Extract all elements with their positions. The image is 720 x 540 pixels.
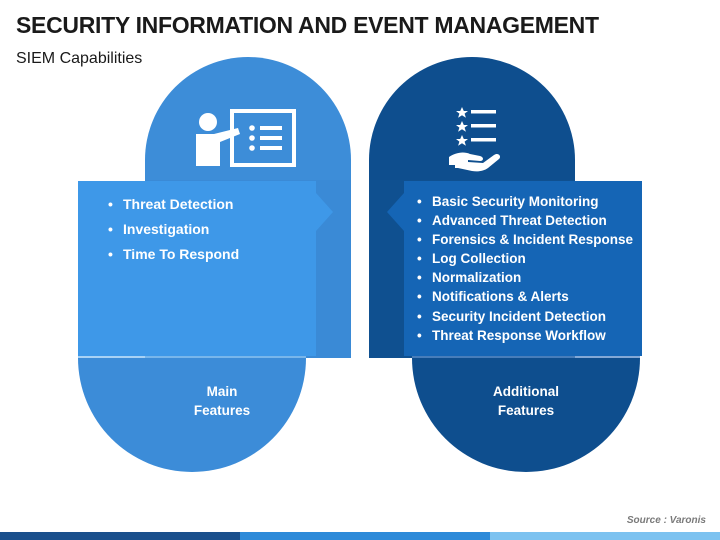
- list-item-text: Normalization: [432, 270, 522, 286]
- list-item: • Threat Response Workflow: [417, 326, 633, 345]
- bullet-icon: •: [417, 270, 422, 286]
- main-features-label-line1: Main: [206, 384, 238, 399]
- source-credit: Source : Varonis: [626, 515, 706, 526]
- right-capsule-top: [369, 57, 575, 180]
- right-panel: [387, 181, 642, 356]
- bottom-bar-segment-dark: [0, 532, 240, 540]
- main-features-label: Main Features: [147, 382, 297, 420]
- list-item-text: Forensics & Incident Response: [432, 232, 634, 248]
- list-item: • Forensics & Incident Response: [417, 230, 633, 249]
- presentation-board-icon: [196, 109, 296, 167]
- bullet-icon: •: [108, 246, 113, 262]
- page-title: SECURITY INFORMATION AND EVENT MANAGEMEN…: [16, 12, 599, 38]
- bullet-icon: •: [417, 251, 422, 267]
- bullet-icon: •: [108, 196, 113, 212]
- additional-features-list: • Basic Security Monitoring • Advanced Thr…: [417, 192, 633, 345]
- main-features-list: • Threat Detection • Investigation • Time T…: [108, 192, 239, 267]
- additional-features-label-line1: Additional: [493, 384, 559, 399]
- list-item-text: Threat Detection: [123, 196, 234, 212]
- bullet-icon: •: [417, 194, 422, 209]
- additional-features-label-line2: Features: [497, 403, 555, 418]
- page-subtitle: SIEM Capabilities: [16, 50, 143, 67]
- list-item-text: Threat Response Workflow: [432, 327, 606, 343]
- list-item: • Threat Detection: [108, 192, 239, 217]
- list-item-text: Advanced Threat Detection: [432, 213, 607, 229]
- bullet-icon: •: [108, 221, 113, 237]
- left-capsule-top: [145, 57, 351, 180]
- list-item: • Time To Respond: [108, 242, 239, 267]
- list-item-text: Security Incident Detection: [432, 308, 607, 324]
- list-item: • Advanced Threat Detection: [417, 211, 633, 230]
- list-item: • Notifications & Alerts: [417, 287, 633, 306]
- right-capsule-bottom: [412, 358, 640, 472]
- left-panel: [78, 181, 333, 356]
- bullet-icon: •: [417, 327, 422, 343]
- list-item: • Investigation: [108, 217, 239, 242]
- list-item-text: Basic Security Monitoring: [432, 194, 599, 209]
- bullet-icon: •: [417, 232, 422, 248]
- additional-features-label: Additional Features: [451, 382, 601, 420]
- bullet-icon: •: [417, 289, 422, 305]
- main-features-label-line2: Features: [193, 403, 251, 418]
- list-item: • Basic Security Monitoring: [417, 192, 633, 211]
- list-item: • Log Collection: [417, 249, 633, 268]
- list-item-text: Investigation: [123, 221, 210, 237]
- bullet-icon: •: [417, 213, 422, 229]
- bottom-bar-segment-mid: [240, 532, 490, 540]
- bottom-accent-bar: [0, 532, 720, 540]
- list-item-text: Time To Respond: [123, 246, 240, 262]
- list-item: • Security Incident Detection: [417, 307, 633, 326]
- bottom-bar-segment-light: [490, 532, 720, 540]
- list-item-text: Log Collection: [432, 251, 526, 267]
- list-item-text: Notifications & Alerts: [432, 289, 569, 305]
- rated-list-hand-icon: [449, 107, 501, 172]
- list-item: • Normalization: [417, 268, 633, 287]
- left-capsule-bottom: [78, 358, 306, 472]
- bullet-icon: •: [417, 308, 422, 324]
